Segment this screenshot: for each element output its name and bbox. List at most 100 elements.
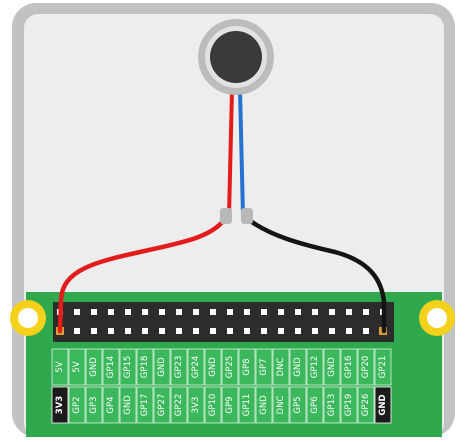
mount-hole-left <box>10 300 46 336</box>
header-pin <box>142 309 148 315</box>
pin-label: GP3 <box>89 396 99 413</box>
pin-label-cell <box>51 386 69 424</box>
pin-label-cell <box>170 348 188 386</box>
pin-label: GP14 <box>106 356 116 379</box>
pin-label: GP27 <box>157 394 167 417</box>
pin-label-cell <box>238 386 256 424</box>
pin-label: GP5 <box>293 396 303 413</box>
pin-label: GP4 <box>106 396 116 413</box>
pin-label: 5V <box>55 361 65 372</box>
pin-label: GND <box>259 395 269 415</box>
pin-label-cell <box>238 348 256 386</box>
pin-label: GND <box>157 357 167 377</box>
pin-label: GP8 <box>242 358 252 375</box>
header-pin <box>278 309 284 315</box>
header-pin <box>108 309 114 315</box>
pin-label-cell <box>187 348 205 386</box>
pin-label: GP17 <box>140 394 150 417</box>
header-pin <box>125 309 131 315</box>
pin-label: GP6 <box>310 396 320 413</box>
header-pin <box>244 328 250 334</box>
pin-label: GP19 <box>344 394 354 417</box>
header-pin <box>261 328 267 334</box>
header-pin <box>295 309 301 315</box>
black-wire <box>249 219 387 334</box>
header-pin <box>329 328 335 334</box>
pin-label-cell <box>68 348 86 386</box>
header-pin <box>312 328 318 334</box>
pin-label-cell <box>170 386 188 424</box>
pin-label-cell <box>187 386 205 424</box>
red-wire <box>57 217 227 334</box>
pin-label: GND <box>123 395 133 415</box>
pin-label: GP18 <box>140 356 150 379</box>
lead-tip-right <box>241 208 253 224</box>
pin-label-cell <box>306 386 324 424</box>
header-pin <box>176 328 182 334</box>
pin-label-cell <box>255 386 273 424</box>
header-pin <box>176 309 182 315</box>
header-pin <box>193 309 199 315</box>
pin-label-cell <box>119 386 137 424</box>
pin-label-cell <box>102 386 120 424</box>
pin-label: GP15 <box>123 356 133 379</box>
vibration-motor-icon <box>198 19 274 95</box>
pin-label-cell <box>153 386 171 424</box>
header-pin <box>244 309 250 315</box>
header-pin <box>278 328 284 334</box>
pin-label: GP26 <box>361 394 371 417</box>
pin-label-cell <box>289 348 307 386</box>
pin-label: GP7 <box>259 358 269 375</box>
motor-lead-red <box>227 89 234 217</box>
pin-label: GP22 <box>174 394 184 417</box>
pin-label-cell <box>221 348 239 386</box>
pin-label: GND <box>327 357 337 377</box>
pin-label: DNC <box>276 358 286 377</box>
pin-label-cell <box>289 386 307 424</box>
pin-label: GP21 <box>378 356 388 379</box>
pin-label: 3V3 <box>55 396 65 414</box>
header-pin <box>193 328 199 334</box>
pin-label-cell <box>374 348 392 386</box>
pin-label: GP2 <box>72 396 82 413</box>
pin-label-cell <box>68 386 86 424</box>
pin-label-cell <box>255 348 273 386</box>
header-pin <box>210 309 216 315</box>
pin-label-cell <box>204 348 222 386</box>
header-pin <box>108 328 114 334</box>
header-pin <box>363 309 369 315</box>
pin-label: GP12 <box>310 356 320 379</box>
pin-label-cell <box>119 348 137 386</box>
header-pin <box>159 328 165 334</box>
pin-label-cell <box>374 386 392 424</box>
pin-label: GND <box>378 394 388 415</box>
pin-label: GP20 <box>361 356 371 379</box>
pin-label: DNC <box>276 396 286 415</box>
pin-label-cell <box>136 348 154 386</box>
pin-label-cell <box>357 386 375 424</box>
pin-label-cell <box>153 348 171 386</box>
header-pin <box>142 328 148 334</box>
header-pin <box>227 309 233 315</box>
header-pin <box>125 328 131 334</box>
motor-lead-blue <box>238 89 245 217</box>
pin-label: 5V <box>72 361 82 372</box>
pin-label: GP25 <box>225 356 235 379</box>
pin-label: GP16 <box>344 356 354 379</box>
header-pin <box>346 328 352 334</box>
pin-label: GP10 <box>208 394 218 417</box>
mount-hole-right <box>419 300 455 336</box>
pin-label-cell <box>272 386 290 424</box>
pin-label-cell <box>323 348 341 386</box>
pin-label: GP23 <box>174 356 184 379</box>
header-pin <box>329 309 335 315</box>
header-pin <box>346 309 352 315</box>
header-pin <box>74 309 80 315</box>
header-pin <box>74 328 80 334</box>
pin-label-cell <box>340 348 358 386</box>
pin-label: GP24 <box>191 356 201 379</box>
lead-tip-left <box>220 208 232 224</box>
